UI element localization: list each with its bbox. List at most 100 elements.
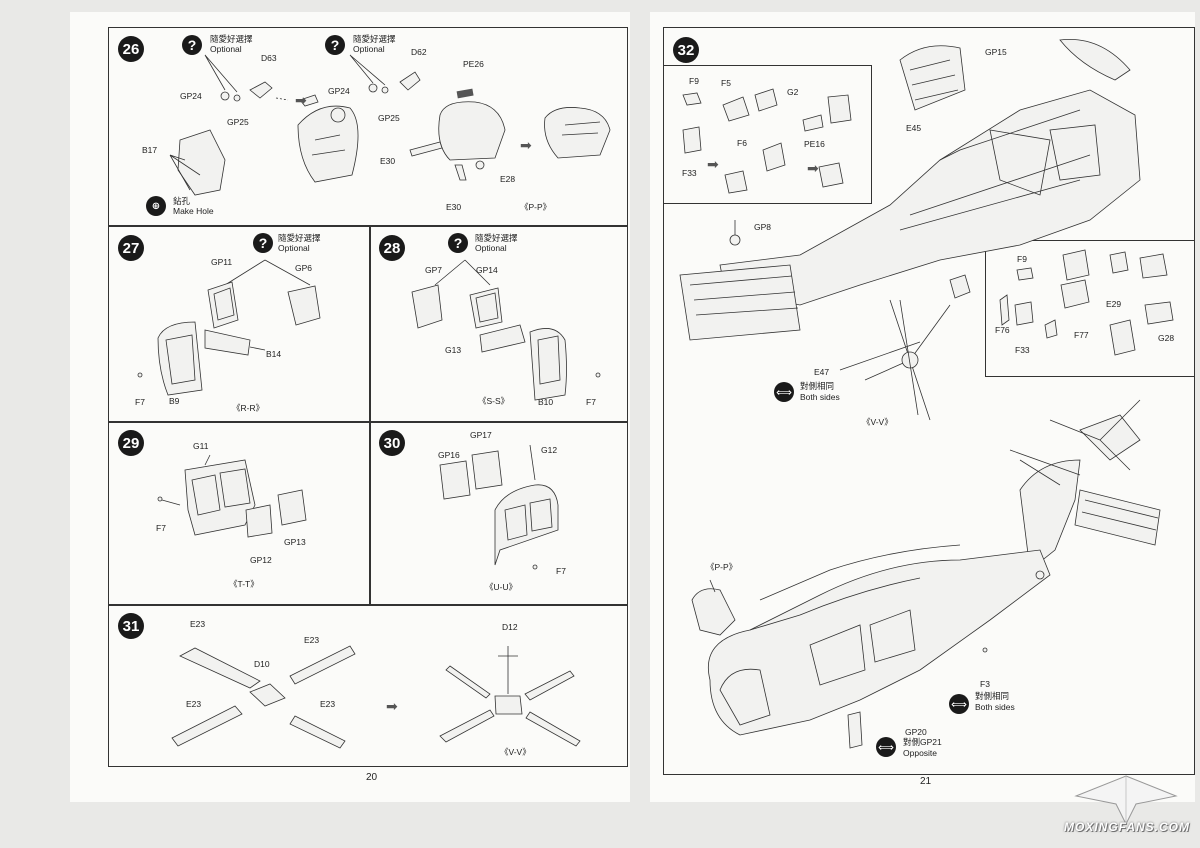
step-30-drawing — [439, 444, 559, 570]
step-32-panel — [663, 27, 1195, 775]
part-label: F9 — [1017, 254, 1027, 264]
make-hole-note-en: Make Hole — [173, 206, 214, 216]
part-label: GP20 — [905, 727, 927, 737]
step-29-drawing — [157, 454, 307, 538]
part-label: E47 — [814, 367, 830, 377]
step-27-drawing — [137, 259, 321, 396]
page-number-right: 21 — [920, 776, 932, 787]
next-arrow-icon: ➡ — [520, 137, 532, 153]
optional-note-cn: 隨愛好選擇 — [353, 34, 396, 44]
step-26-panel — [108, 27, 628, 227]
part-label: PE16 — [804, 139, 825, 149]
step-26-number: 26 — [118, 36, 144, 62]
part-label: GP6 — [295, 263, 313, 273]
part-label: F6 — [737, 138, 747, 148]
part-label: GP7 — [425, 265, 443, 275]
step-30-panel — [369, 421, 628, 606]
page-number-left: 20 — [366, 772, 378, 783]
helicopter-top-drawing — [679, 39, 1141, 421]
part-label: GP16 — [438, 450, 460, 460]
view-label: 《V-V》 — [862, 417, 893, 427]
both-sides-note-cn: 對側相同 — [800, 381, 835, 391]
view-label: 《P-P》 — [520, 202, 552, 212]
helicopter-bottom-drawing — [691, 399, 1161, 749]
both-sides-icon: ⟺ — [774, 382, 794, 402]
both-sides-note-en: Both sides — [800, 392, 840, 402]
part-label: D12 — [502, 622, 518, 632]
detail-inset-right — [985, 240, 1195, 377]
part-label: GP15 — [985, 47, 1007, 57]
next-arrow-icon: ➡ — [386, 698, 398, 714]
part-label: D63 — [261, 53, 277, 63]
part-label: F7 — [135, 397, 145, 407]
part-label: G2 — [787, 87, 799, 97]
part-label: PE26 — [463, 59, 484, 69]
inset-left-drawing — [682, 88, 852, 194]
optional-note-en: Optional — [278, 243, 310, 253]
optional-icon: ? — [253, 233, 273, 253]
part-label: GP24 — [328, 86, 350, 96]
part-label: GP24 — [180, 91, 202, 101]
site-logo — [1074, 775, 1178, 826]
part-label: E23 — [304, 635, 320, 645]
part-label: F77 — [1074, 330, 1089, 340]
part-label: E29 — [1106, 299, 1122, 309]
part-label: GP12 — [250, 555, 272, 565]
part-label: F33 — [682, 168, 697, 178]
part-label: F3 — [980, 679, 990, 689]
part-label: F7 — [156, 523, 166, 533]
step-29-panel — [108, 421, 371, 606]
optional-note-en: Optional — [475, 243, 507, 253]
part-label: B17 — [142, 145, 158, 155]
step-30-number: 30 — [379, 430, 405, 456]
part-label: B10 — [538, 397, 554, 407]
make-hole-note-cn: 鉆孔 — [173, 196, 191, 206]
part-label: E28 — [500, 174, 516, 184]
optional-note-en: Optional — [210, 44, 242, 54]
optional-note-cn: 隨愛好選擇 — [475, 233, 518, 243]
part-label: F5 — [721, 78, 731, 88]
step-28-number: 28 — [379, 235, 405, 261]
view-label: 《S-S》 — [478, 396, 510, 406]
both-sides-icon: ⟺ — [949, 694, 969, 714]
view-label: 《R-R》 — [232, 403, 265, 413]
view-label: 《U-U》 — [485, 582, 518, 592]
part-label: F7 — [586, 397, 596, 407]
optional-icon: ? — [182, 35, 202, 55]
step-29-number: 29 — [118, 430, 144, 456]
step-31-drawing — [171, 645, 581, 749]
part-label: F33 — [1015, 345, 1030, 355]
next-arrow-icon: ➡ — [295, 92, 307, 108]
optional-note-cn: 隨愛好選擇 — [210, 34, 253, 44]
part-label: GP14 — [476, 265, 498, 275]
step-26-drawing — [169, 54, 611, 196]
opposite-note-en: Opposite — [903, 748, 938, 758]
part-label: E23 — [190, 619, 206, 629]
part-label: E23 — [186, 699, 202, 709]
both-sides-note-cn: 對側相同 — [975, 691, 1010, 701]
optional-icon: ? — [448, 233, 468, 253]
step-27-panel — [108, 225, 371, 423]
part-label: E45 — [906, 123, 922, 133]
optional-icon: ? — [325, 35, 345, 55]
step-31-number: 31 — [118, 613, 144, 639]
drill-hole-icon: ⊕ — [146, 196, 166, 216]
part-label: B14 — [266, 349, 282, 359]
part-label: GP11 — [211, 257, 233, 267]
part-label: G11 — [193, 441, 209, 451]
step-28-panel — [369, 225, 628, 423]
part-label: GP8 — [754, 222, 772, 232]
watermark-text: MOXINGFANS.COM — [1063, 820, 1190, 834]
opposite-note-cn: 對側GP21 — [903, 737, 942, 747]
part-label: GP13 — [284, 537, 306, 547]
part-label: GP25 — [227, 117, 249, 127]
inset-right-drawing — [999, 249, 1174, 356]
part-label: E23 — [320, 699, 336, 709]
opposite-side-icon: ⟺ — [876, 737, 896, 757]
detail-inset-left — [663, 65, 872, 204]
step-32-number: 32 — [673, 37, 699, 63]
part-label: F76 — [995, 325, 1010, 335]
step-27-number: 27 — [118, 235, 144, 261]
step-28-drawing — [411, 259, 601, 401]
part-label: F9 — [689, 76, 699, 86]
